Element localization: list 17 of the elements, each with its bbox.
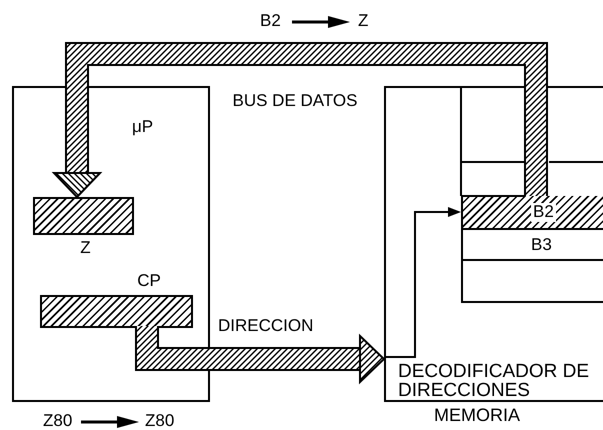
memory-cell [461, 261, 603, 303]
memory-cell [461, 196, 603, 230]
transfer-label: B2 [260, 12, 281, 31]
memory-cell [461, 230, 603, 261]
cell-label: B3 [531, 236, 552, 255]
decoder-label: DECODIFICADOR DE DIRECCIONES [398, 362, 590, 400]
transfer-label: Z80 [43, 412, 72, 430]
processor-label: μP [132, 118, 154, 137]
register-label: CP [136, 272, 162, 291]
register-label: Z [79, 239, 92, 258]
cell-label: B2 [531, 203, 556, 222]
transfer-label: Z80 [145, 412, 174, 430]
transfer-label: Z [358, 12, 368, 31]
edge-label: BUS DE DATOS [232, 91, 358, 111]
memory-label: MEMORIA [432, 406, 521, 426]
edge-label: DIRECCION [218, 317, 314, 336]
processor-box [12, 86, 210, 402]
